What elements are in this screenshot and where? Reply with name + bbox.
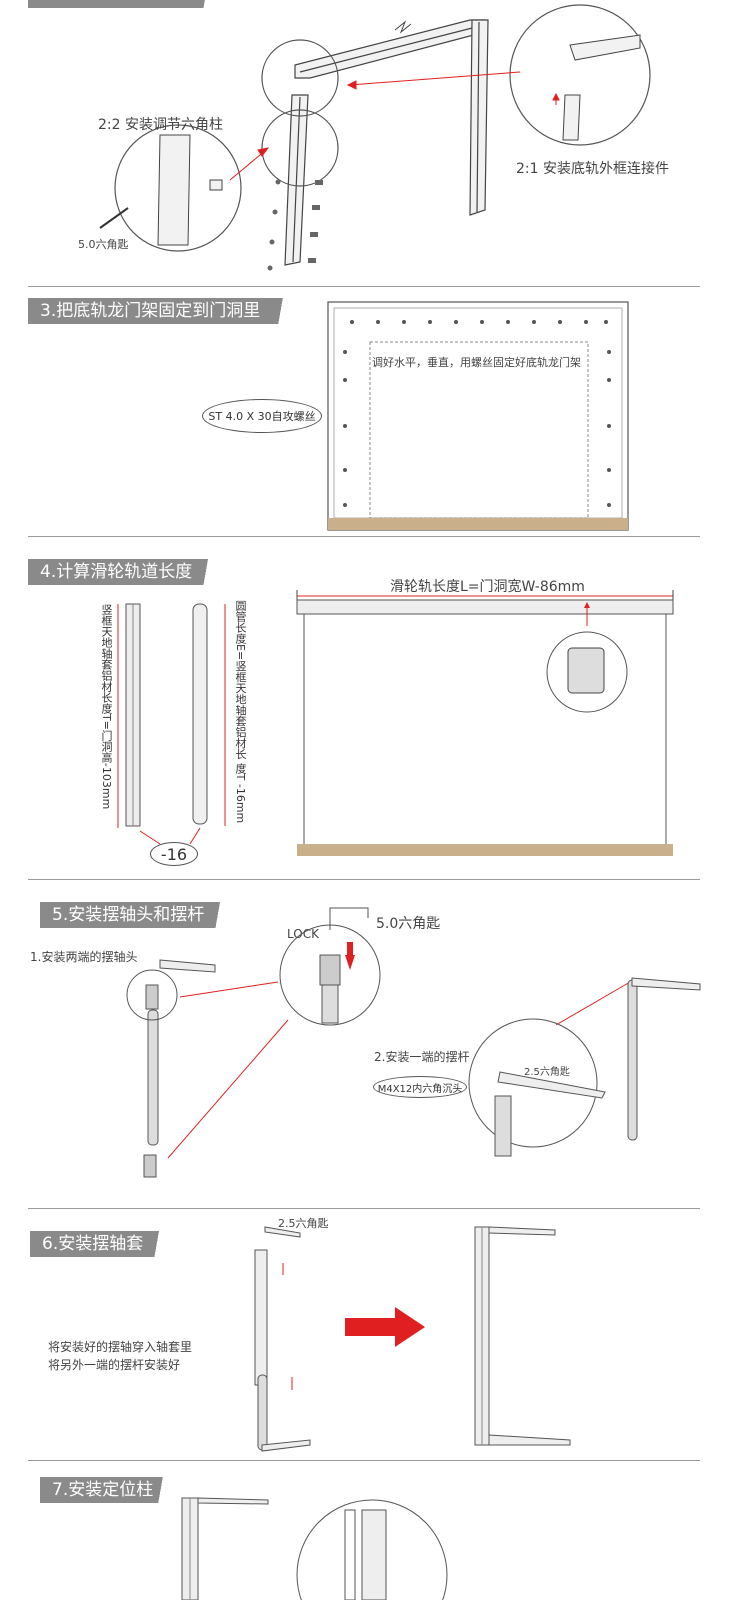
section2-banner-partial xyxy=(28,0,228,8)
section3-screw-label: ST 4.0 X 30自攻螺丝 xyxy=(202,399,322,433)
divider-5 xyxy=(28,1460,700,1461)
section7-diagram xyxy=(181,1497,448,1600)
section4-minus-label: -16 xyxy=(150,842,198,866)
divider-2 xyxy=(28,536,700,537)
section5-diagram xyxy=(126,907,701,1178)
section5-step2: 2.安装一端的摆杆 xyxy=(374,1050,470,1064)
section2-diagram xyxy=(99,4,651,271)
section6-key25: 2.5六角匙 xyxy=(278,1217,329,1230)
section5-banner: 5.安装摆轴头和摆杆 xyxy=(40,902,240,928)
section3-instruction: 调好水平，垂直，用螺丝固定好底轨龙门架 xyxy=(372,356,581,369)
divider-1 xyxy=(28,286,700,287)
section6-line1: 将安装好的摆轴穿入轴套里 xyxy=(48,1340,193,1354)
section4-left-vertical: 竖框天地轴套铝材长度T=门洞高-103mm xyxy=(100,604,113,810)
section4-banner: 4.计算滑轮轨道长度 xyxy=(28,559,228,585)
section5-key50: 5.0六角匙 xyxy=(376,916,441,932)
section6-line2: 将另外一端的摆杆安装好 xyxy=(48,1358,181,1372)
section4-diagram xyxy=(117,590,674,856)
section3-diagram xyxy=(327,301,629,531)
section2-sub-left: 2:2 安装调节六角柱 xyxy=(98,117,223,133)
divider-3 xyxy=(28,879,700,880)
section5-lock: LOCK xyxy=(287,927,319,941)
section5-step1: 1.安装两端的摆轴头 xyxy=(30,950,138,964)
section3-banner: 3.把底轨龙门架固定到门洞里 xyxy=(28,298,313,324)
section6-banner: 6.安装摆轴套 xyxy=(30,1231,172,1257)
divider-4 xyxy=(28,1208,700,1209)
section7-banner: 7.安装定位柱 xyxy=(40,1477,175,1503)
section2-tool-label: 5.0六角匙 xyxy=(78,238,129,251)
section4-formula: 滑轮轨长度L=门洞宽W-86mm xyxy=(390,579,585,595)
section5-key25: 2.5六角匙 xyxy=(524,1067,570,1078)
section4-right-vertical: 圆管长度E=竖框天地轴套铝材长 度T -16mm xyxy=(234,600,247,824)
section2-sub-right: 2:1 安装底轨外框连接件 xyxy=(516,161,669,177)
section5-bolt-label: M4X12内六角沉头 xyxy=(373,1076,467,1098)
section6-diagram xyxy=(254,1226,571,1452)
